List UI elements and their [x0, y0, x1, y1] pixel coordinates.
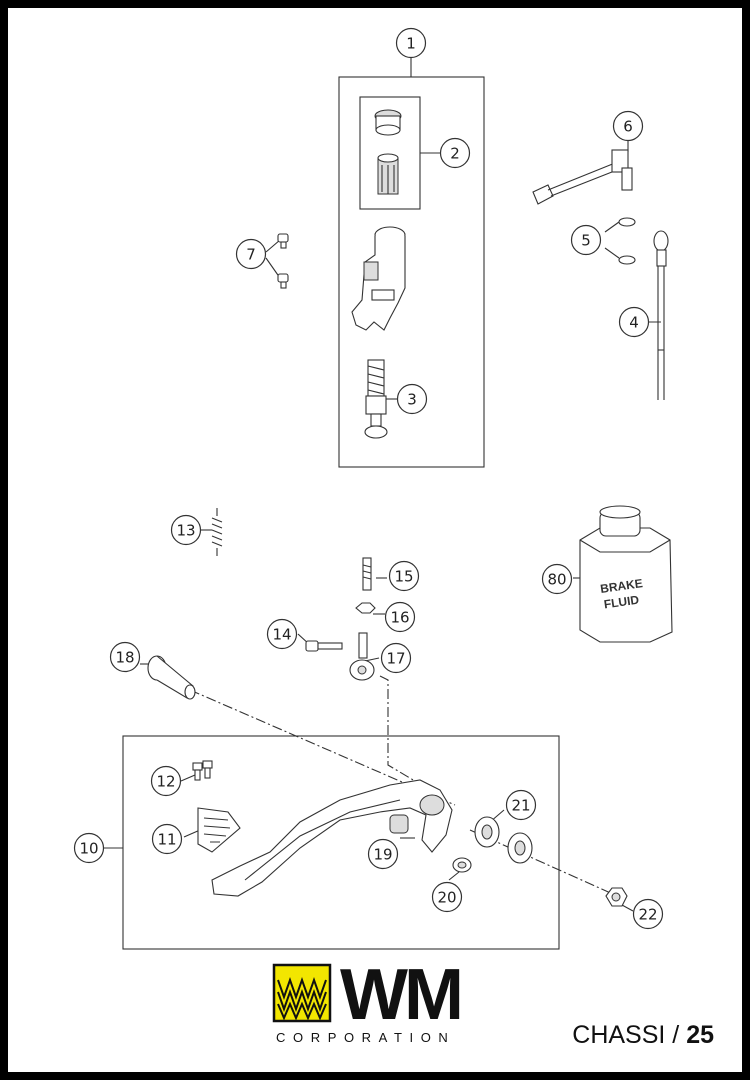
pedal-tip	[197, 807, 241, 853]
callout-circle-22	[632, 898, 664, 930]
push-rod-parts	[305, 557, 376, 681]
callout-circle-10	[73, 832, 105, 864]
callout-label-21: 21	[511, 797, 530, 815]
callout-circle-14	[266, 618, 298, 650]
brake-light-switch	[532, 149, 633, 205]
parts-diagram: BRAKE FLUID 1234567101112131415161718192…	[73, 27, 673, 1035]
callout-circle-1	[395, 27, 427, 59]
piston-spring	[364, 359, 388, 439]
master-cylinder-body	[351, 226, 406, 331]
brake-fluid-can: BRAKE FLUID	[579, 505, 673, 643]
brand-tagline: CORPORATION	[276, 1030, 456, 1045]
callout-label-17: 17	[386, 650, 405, 668]
can-label-line1: BRAKE	[599, 576, 643, 596]
callout-circle-21	[505, 789, 537, 821]
brake-pedal-group-box	[122, 735, 560, 950]
bushing	[452, 857, 472, 873]
callout-label-1: 1	[406, 35, 416, 53]
callout-circle-15	[388, 560, 420, 592]
brake-pedal	[211, 779, 453, 897]
callout-label-5: 5	[581, 232, 591, 250]
callout-circle-19	[367, 838, 399, 870]
page-footer: CHASSI / 25	[572, 1021, 714, 1050]
callout-label-10: 10	[79, 840, 98, 858]
pivot-shaft	[147, 655, 196, 700]
callout-label-19: 19	[373, 846, 392, 864]
callout-circle-4	[618, 306, 650, 338]
callout-label-18: 18	[115, 649, 134, 667]
callout-circle-80	[541, 563, 573, 595]
screws	[277, 233, 289, 289]
callout-circle-5	[570, 224, 602, 256]
callout-label-3: 3	[407, 391, 417, 409]
wm-logo-icon	[272, 963, 332, 1023]
callout-label-20: 20	[437, 889, 456, 907]
callout-circle-2	[439, 137, 471, 169]
callout-circle-20	[431, 881, 463, 913]
callout-label-14: 14	[272, 626, 291, 644]
callout-label-22: 22	[638, 906, 657, 924]
reservoir-cap-filter	[374, 109, 402, 195]
callout-circle-13	[170, 514, 202, 546]
callout-label-6: 6	[623, 118, 633, 136]
callout-circle-18	[109, 641, 141, 673]
callout-label-15: 15	[394, 568, 413, 586]
callout-label-12: 12	[156, 773, 175, 791]
bearings	[474, 816, 533, 864]
callout-label-13: 13	[176, 522, 195, 540]
callout-circle-11	[151, 823, 183, 855]
callout-circle-12	[150, 765, 182, 797]
callout-label-4: 4	[629, 314, 639, 332]
o-ring-top	[618, 217, 636, 227]
callout-circle-17	[380, 642, 412, 674]
can-label-line2: FLUID	[603, 593, 640, 612]
callout-circle-6	[612, 110, 644, 142]
pedal-tip-pins	[192, 760, 213, 781]
callout-circle-7	[235, 238, 267, 270]
o-ring-bottom	[618, 255, 636, 265]
callout-label-2: 2	[450, 145, 460, 163]
callout-label-16: 16	[390, 609, 409, 627]
nut	[605, 887, 628, 907]
return-spring	[211, 508, 223, 556]
callout-label-7: 7	[246, 246, 256, 264]
wm-logo-text: WM	[340, 955, 460, 1035]
brake-hose	[653, 230, 669, 400]
callout-label-80: 80	[547, 571, 566, 589]
footer-section: CHASSI /	[572, 1021, 687, 1049]
footer-page-number: 25	[686, 1021, 714, 1049]
callout-label-11: 11	[157, 831, 176, 849]
callout-circle-3	[396, 383, 428, 415]
callout-circle-16	[384, 601, 416, 633]
